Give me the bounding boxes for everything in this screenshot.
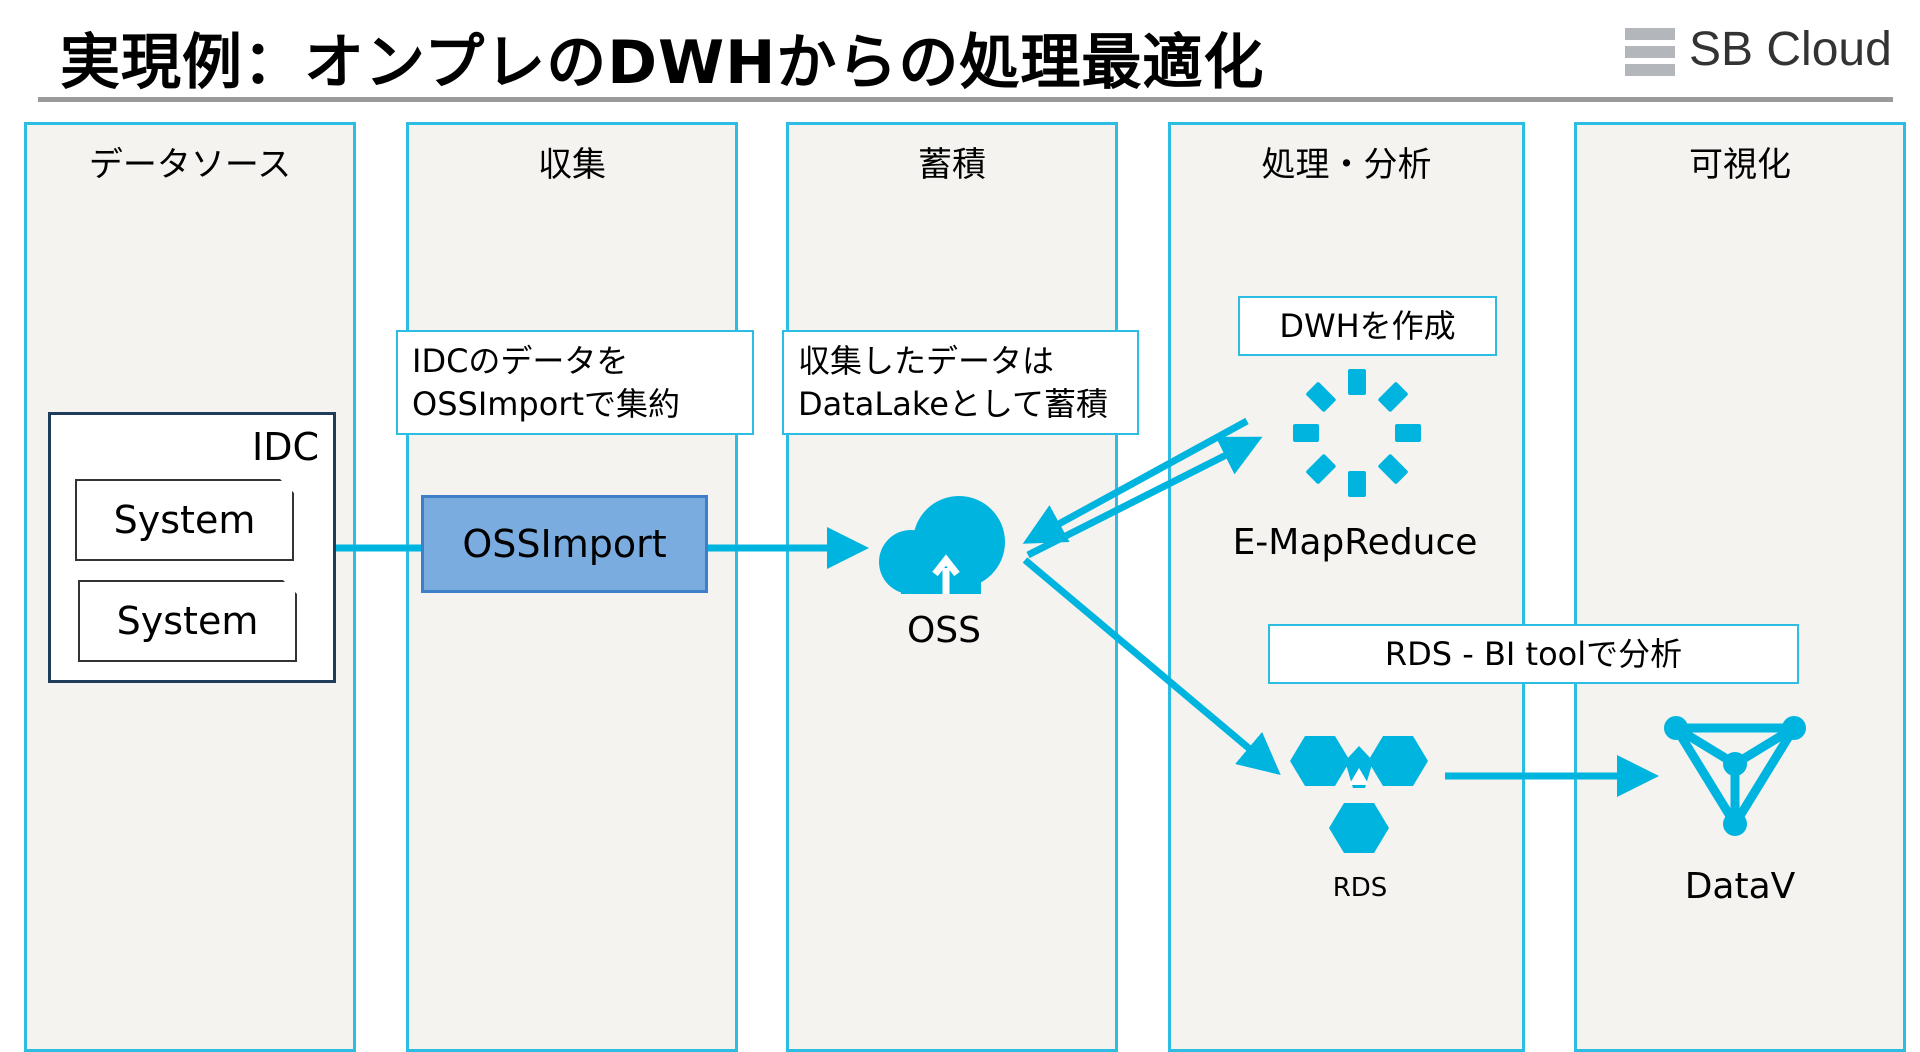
note-store-line-2: DataLakeとして蓄積 [798, 385, 1108, 423]
logo-bar-icon [1625, 28, 1675, 40]
note-collect-line-2: OSSImportで集約 [412, 385, 681, 423]
note-collect-line-1: IDCのデータを [412, 342, 629, 380]
datav-label: DataV [1684, 866, 1796, 907]
logo-bar-icon [1625, 46, 1675, 58]
column-title-visualize: 可視化 [1689, 145, 1791, 185]
rds-label: RDS [1332, 873, 1388, 903]
column-title-process: 処理・分析 [1261, 145, 1432, 185]
title-divider [38, 97, 1893, 102]
hexagon-cluster-icon [1290, 736, 1428, 853]
column-process: 処理・分析 [1168, 122, 1525, 1052]
ossimport-box: OSSImport [421, 495, 708, 593]
idc-box: IDC System System [48, 412, 336, 683]
emr-label: E-MapReduce [1232, 522, 1478, 563]
system-box: System [75, 479, 294, 561]
note-dwh: DWHを作成 [1238, 296, 1497, 356]
note-rds-bi: RDS - BI toolで分析 [1268, 624, 1799, 684]
column-title-source: データソース [88, 145, 292, 185]
column-visualize: 可視化 [1574, 122, 1906, 1052]
idc-label: IDC [251, 425, 319, 469]
note-collect: IDCのデータを OSSImportで集約 [396, 330, 754, 435]
logo-text: SB Cloud [1689, 23, 1892, 76]
system-box: System [78, 580, 297, 662]
column-title-store: 蓄積 [918, 145, 986, 185]
page-title: 実現例：オンプレのDWHからの処理最適化 [60, 28, 1265, 98]
oss-label: OSS [906, 610, 982, 651]
note-store: 収集したデータは DataLakeとして蓄積 [782, 330, 1139, 435]
logo-bar-icon [1625, 64, 1675, 76]
triangle-network-icon [1664, 716, 1806, 836]
sb-cloud-logo: SB Cloud [1625, 23, 1895, 76]
spinner-icon [1293, 369, 1421, 497]
note-store-line-1: 収集したデータは [798, 342, 1055, 380]
cloud-upload-icon [879, 496, 1005, 594]
column-title-collect: 収集 [538, 145, 606, 185]
